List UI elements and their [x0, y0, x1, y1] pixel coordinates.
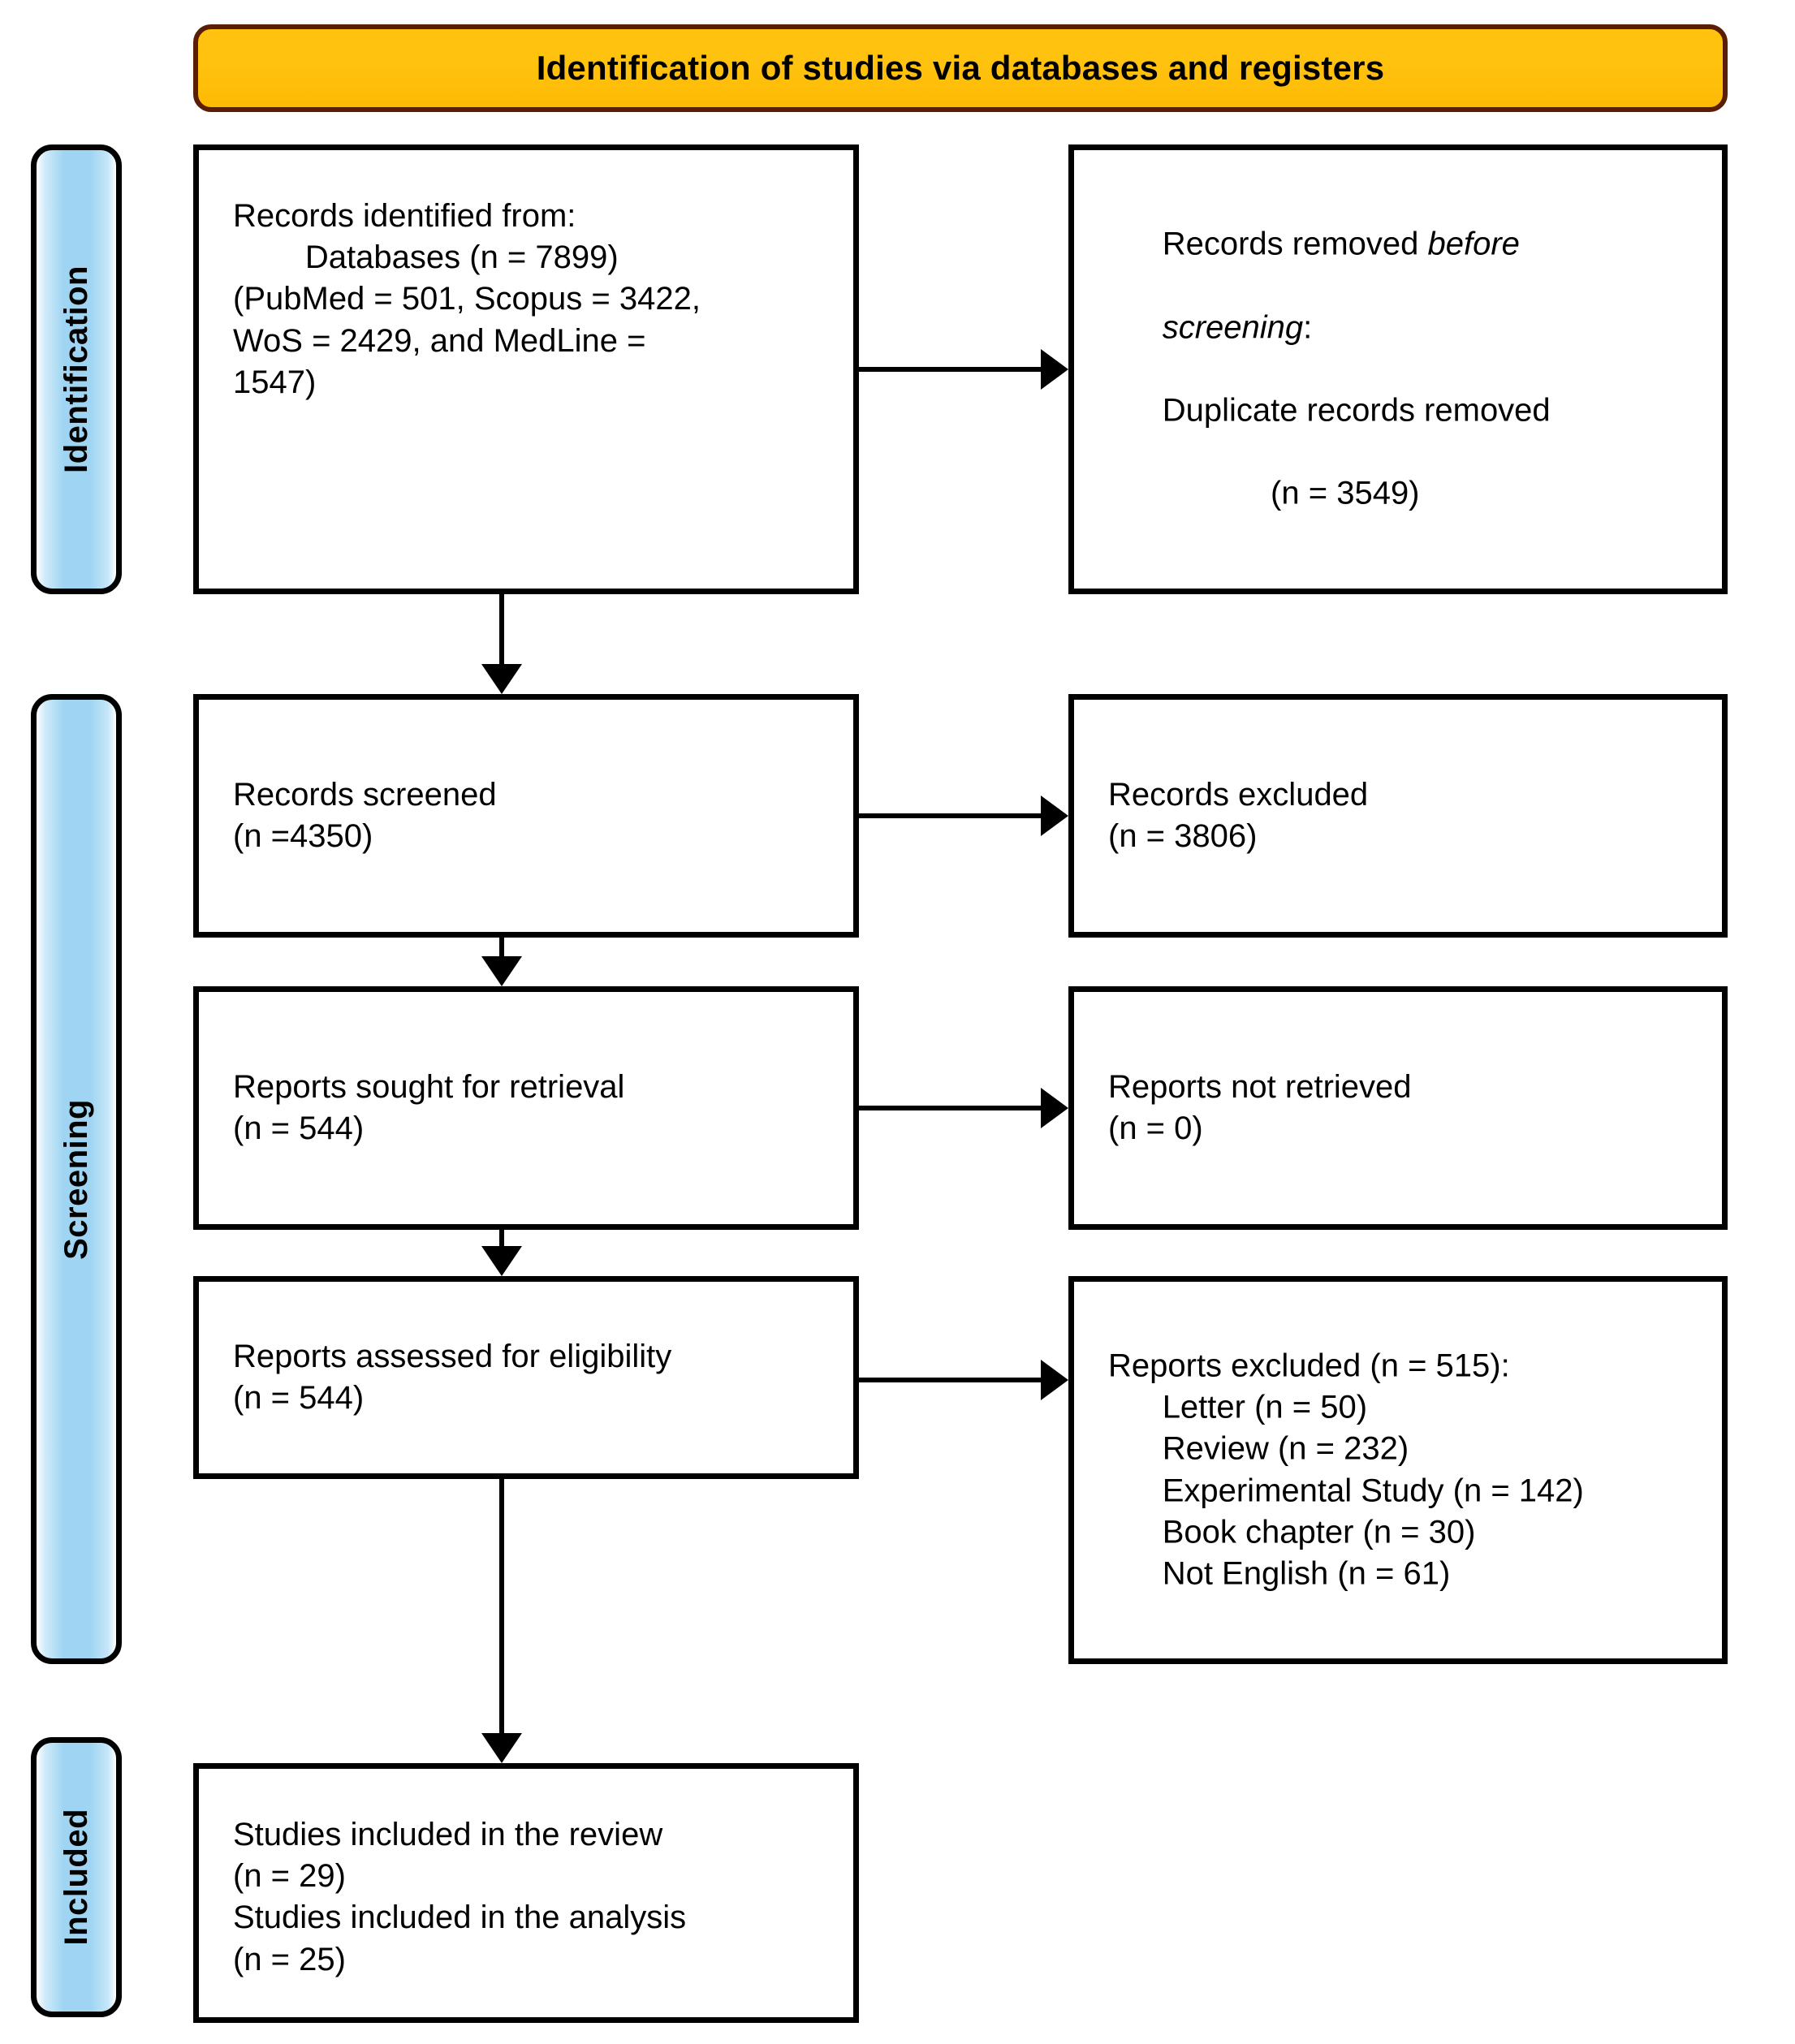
arrow-assessed-to-reports-excluded — [859, 1360, 1068, 1400]
box-reports-sought: Reports sought for retrieval (n = 544) — [193, 986, 859, 1230]
box-studies-included: Studies included in the review (n = 29) … — [193, 1763, 859, 2023]
stage-label-screening: Screening — [31, 694, 122, 1664]
stage-label-screening-text: Screening — [58, 1098, 94, 1260]
box-reports-not-retrieved-text: Reports not retrieved (n = 0) — [1108, 1068, 1412, 1146]
records-removed-line2-suffix: : — [1303, 309, 1313, 346]
arrow-assessed-to-included — [481, 1479, 522, 1763]
records-removed-line2-italic: screening — [1162, 309, 1304, 346]
box-reports-not-retrieved: Reports not retrieved (n = 0) — [1068, 986, 1728, 1230]
box-reports-excluded-reasons-text: Reports excluded (n = 515): Letter (n = … — [1108, 1348, 1584, 1592]
arrow-screened-to-excluded — [859, 796, 1068, 836]
arrow-identified-to-screened — [481, 594, 522, 694]
box-reports-excluded-reasons: Reports excluded (n = 515): Letter (n = … — [1068, 1276, 1728, 1664]
box-studies-included-text: Studies included in the review (n = 29) … — [233, 1817, 687, 1977]
box-reports-assessed: Reports assessed for eligibility (n = 54… — [193, 1276, 859, 1479]
arrow-sought-to-assessed — [481, 1230, 522, 1276]
records-removed-line1-italic: before — [1427, 226, 1520, 262]
diagram-header-banner: Identification of studies via databases … — [193, 24, 1728, 112]
box-records-excluded: Records excluded (n = 3806) — [1068, 694, 1728, 938]
box-records-identified: Records identified from: Databases (n = … — [193, 144, 859, 594]
box-records-screened: Records screened (n =4350) — [193, 694, 859, 938]
stage-label-included: Included — [31, 1737, 122, 2017]
records-removed-line3: Duplicate records removed — [1162, 392, 1551, 429]
box-reports-sought-text: Reports sought for retrieval (n = 544) — [233, 1068, 625, 1146]
records-removed-line4: (n = 3549) — [1162, 475, 1420, 511]
stage-label-identification: Identification — [31, 144, 122, 594]
box-records-excluded-text: Records excluded (n = 3806) — [1108, 776, 1369, 854]
box-records-removed: Records removed before screening: Duplic… — [1068, 144, 1728, 594]
stage-label-identification-text: Identification — [58, 265, 94, 473]
arrow-screened-to-sought — [481, 938, 522, 986]
stage-label-included-text: Included — [58, 1809, 94, 1946]
box-records-screened-text: Records screened (n =4350) — [233, 776, 497, 854]
records-removed-line1-prefix: Records removed — [1162, 226, 1428, 262]
box-records-identified-text: Records identified from: Databases (n = … — [233, 198, 701, 400]
arrow-sought-to-not-retrieved — [859, 1088, 1068, 1128]
diagram-title: Identification of studies via databases … — [536, 49, 1385, 87]
box-reports-assessed-text: Reports assessed for eligibility (n = 54… — [233, 1338, 672, 1416]
arrow-identified-to-removed — [859, 349, 1068, 390]
box-records-removed-text: Records removed before screening: Duplic… — [1108, 183, 1706, 557]
